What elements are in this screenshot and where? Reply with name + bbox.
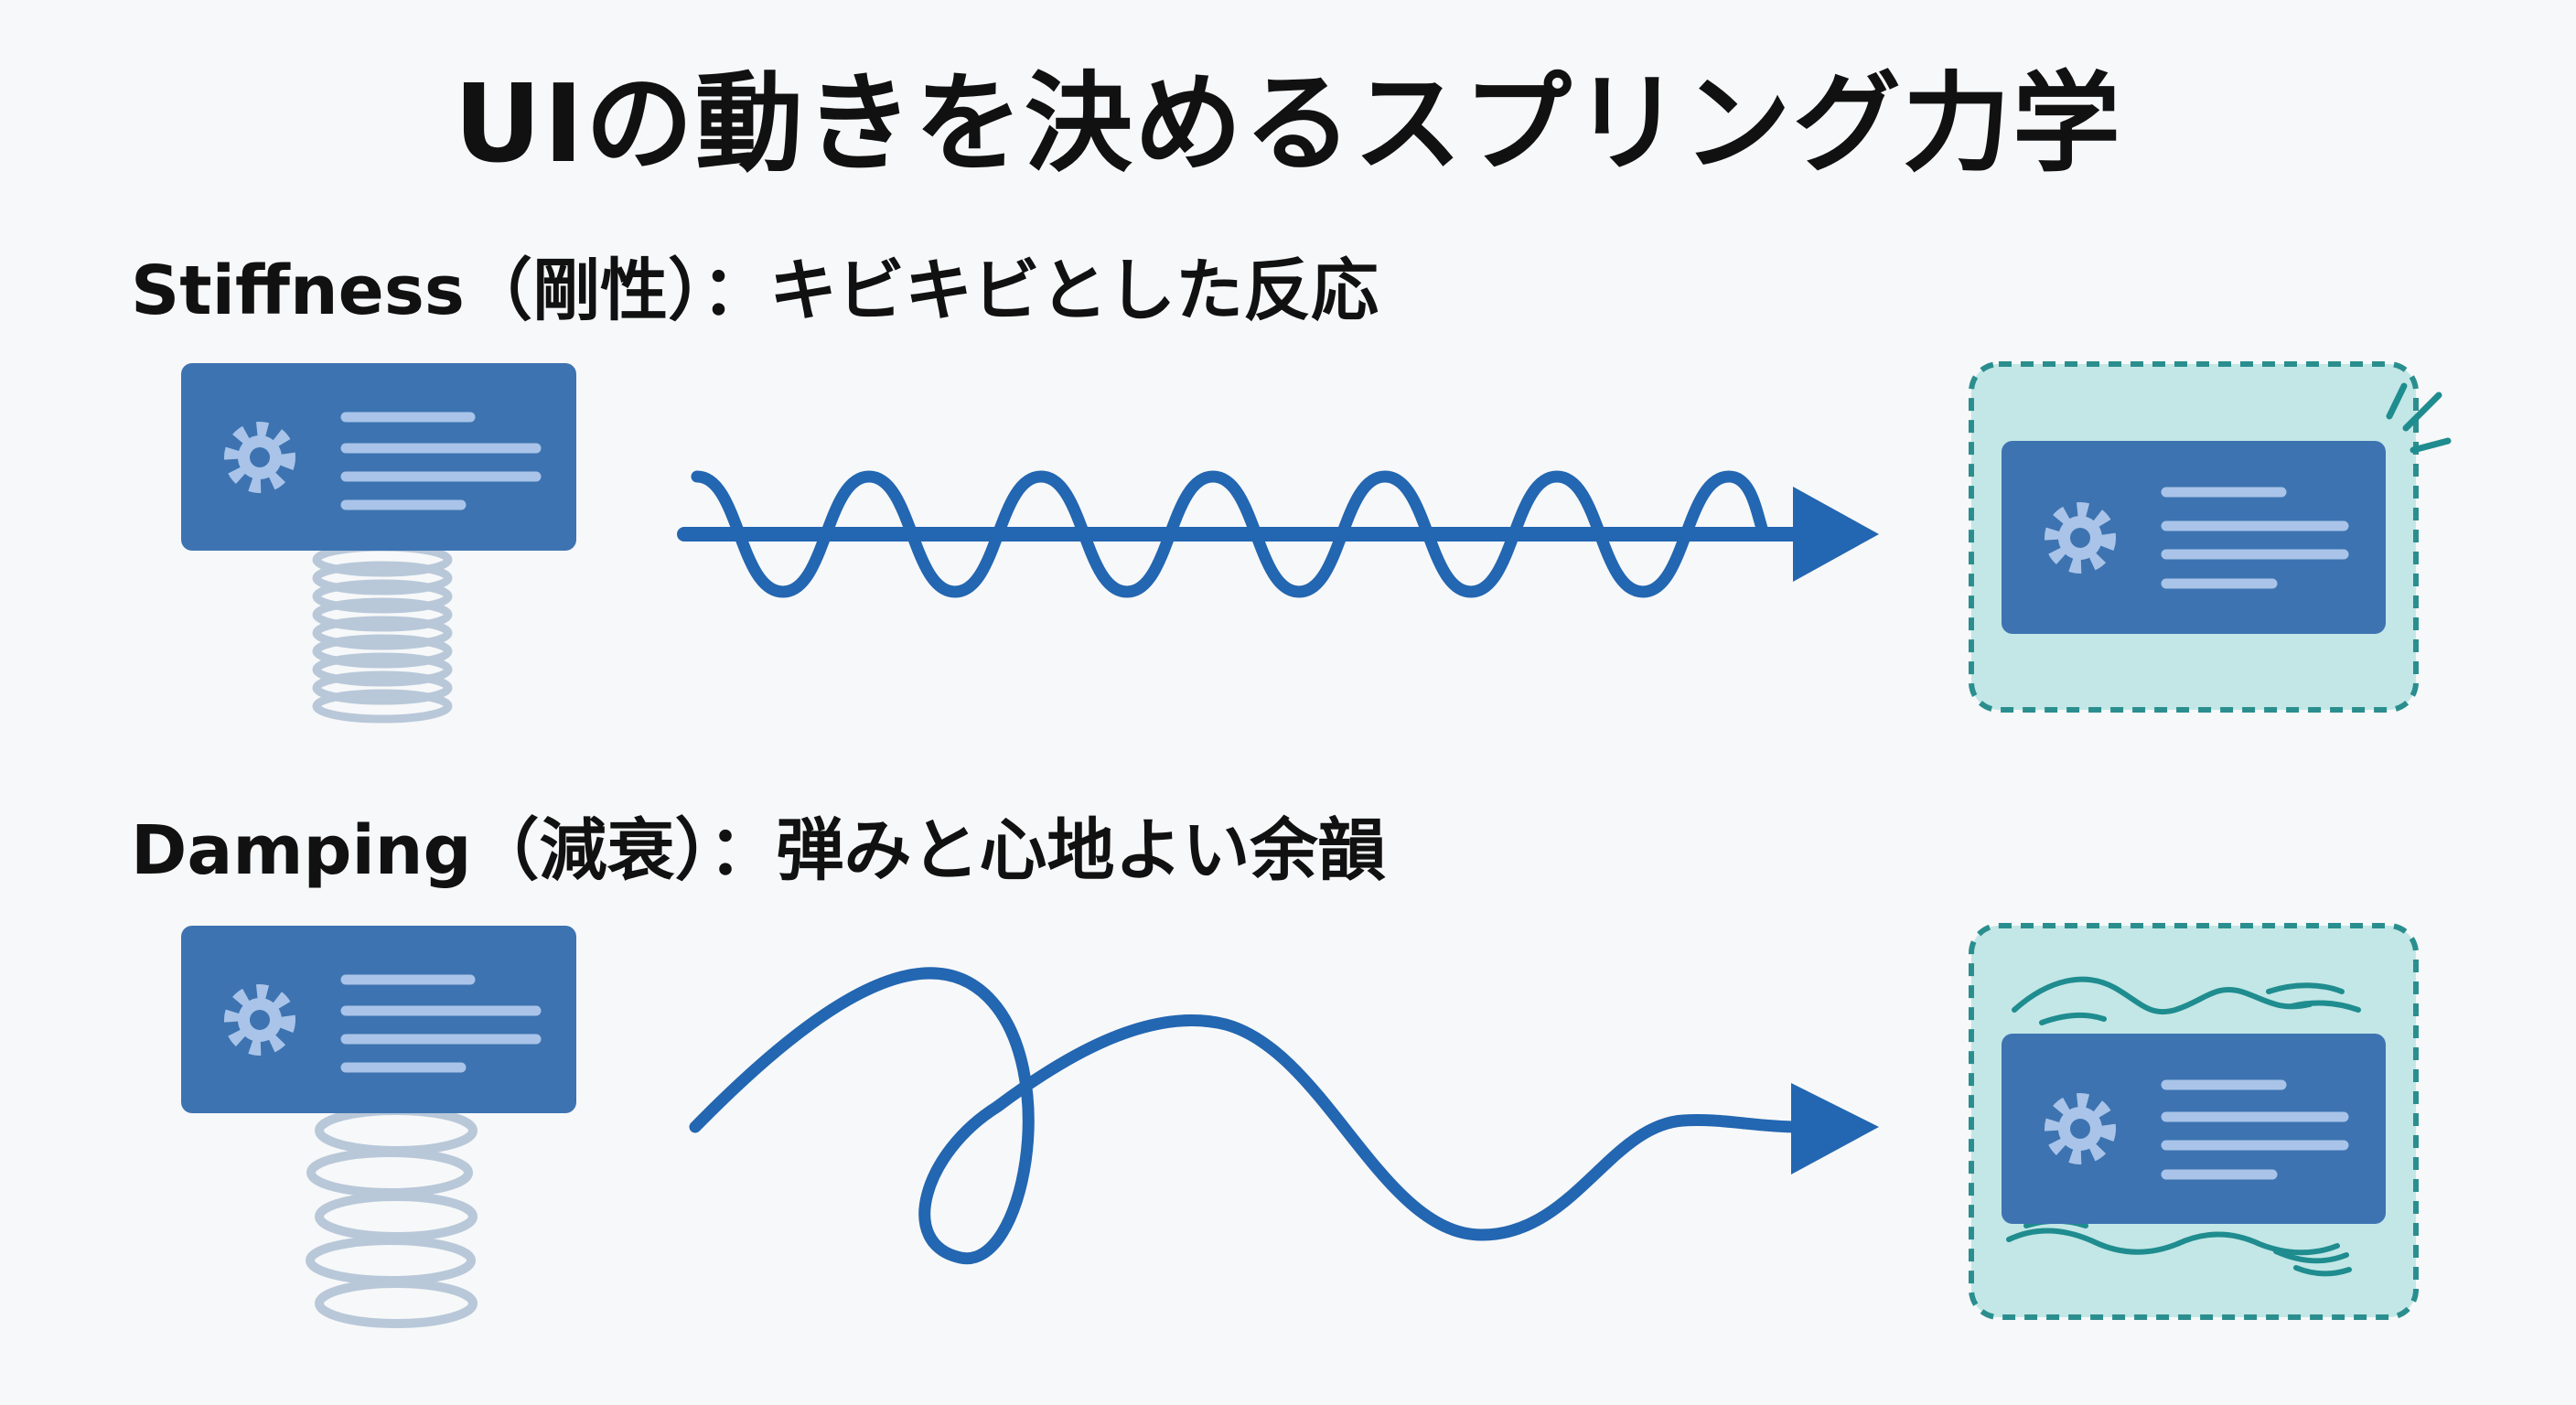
damping-target-card <box>2002 1034 2386 1224</box>
card-text-lines <box>2161 1079 2349 1180</box>
damping-row <box>181 923 2419 1328</box>
wave-lines-icon <box>2006 976 2361 1277</box>
stiffness-heading: Stiffness（剛性）：キビキビとした反応 <box>131 252 1379 330</box>
gear-icon <box>232 992 287 1047</box>
page-title: UIの動きを決めるスプリング力学 <box>454 60 2122 187</box>
stiffness-arrow-icon <box>677 470 1879 598</box>
stiffness-row <box>181 361 2452 724</box>
damping-arrow-icon <box>689 967 1879 1265</box>
stiffness-target <box>1969 361 2452 713</box>
stiffness-source-card <box>181 363 576 551</box>
gear-icon <box>2053 510 2108 565</box>
damping-heading: Damping（減衰）：弾みと心地よい余韻 <box>131 811 1386 890</box>
gear-icon <box>232 430 287 485</box>
gear-icon <box>2053 1101 2108 1156</box>
damping-target <box>1969 923 2419 1320</box>
card-text-lines <box>2161 487 2349 589</box>
card-text-lines <box>340 974 542 1073</box>
stiffness-target-card <box>2002 441 2386 634</box>
impact-lines-icon <box>2386 382 2452 454</box>
damping-source-card <box>181 926 576 1113</box>
stiff-spring-coil-icon <box>312 542 453 724</box>
card-text-lines <box>340 412 542 510</box>
loose-spring-coil-icon <box>306 1106 478 1328</box>
